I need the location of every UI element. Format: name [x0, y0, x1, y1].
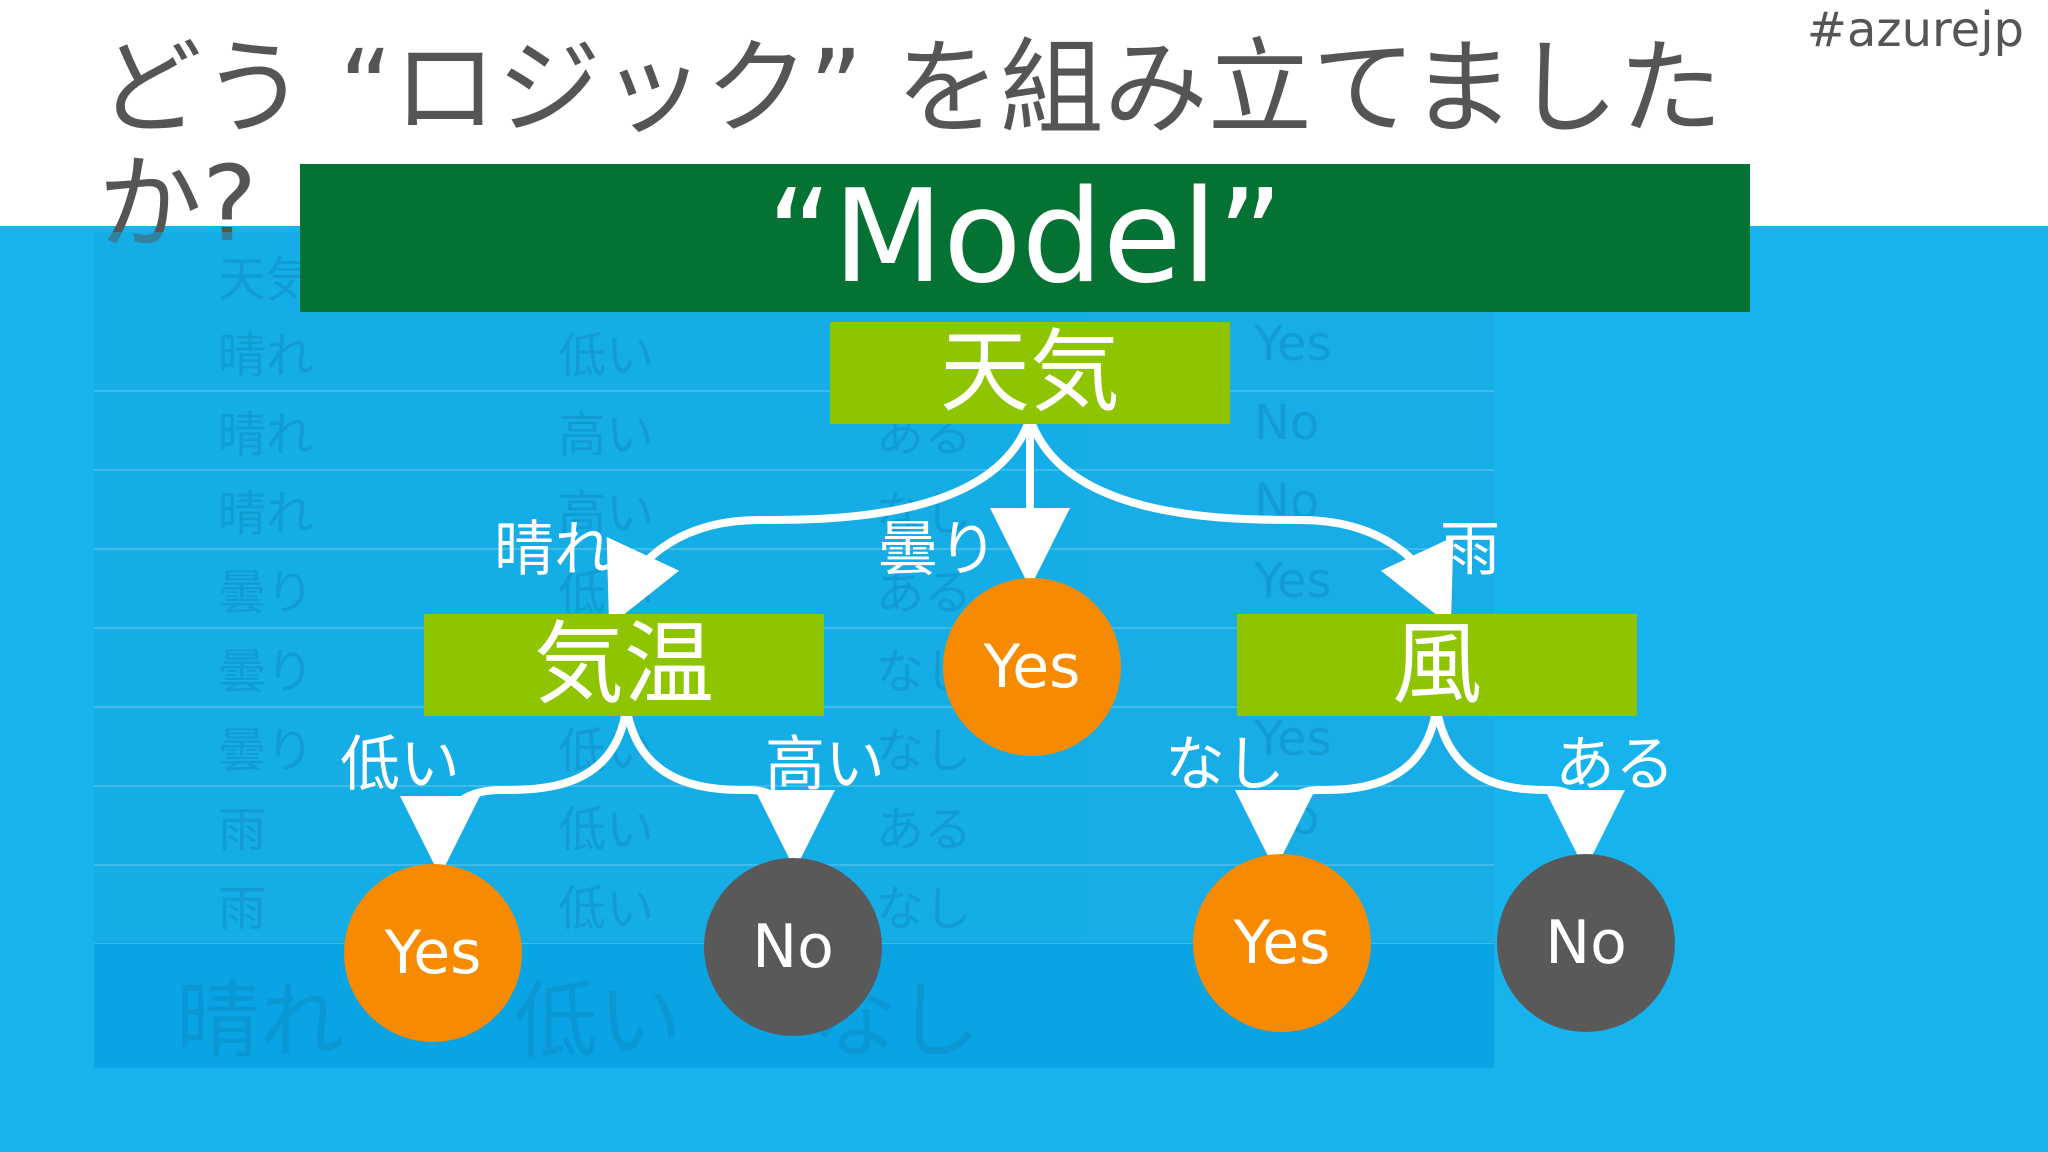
model-banner	[300, 164, 1750, 312]
table-cell: なし	[876, 723, 973, 779]
edge-label-wind-none: なし	[1165, 730, 1285, 800]
table-cell: 曇り	[218, 565, 315, 621]
table-cell: 曇り	[218, 644, 315, 700]
table-cell: なし	[876, 881, 973, 937]
table-cell: Yes	[1254, 316, 1332, 372]
edge-wind-some	[1434, 715, 1625, 870]
query-temp: 低い	[514, 972, 683, 1070]
table-cell: No	[1254, 395, 1320, 451]
table-cell: 曇り	[218, 723, 315, 779]
node-wind: 風	[1237, 614, 1637, 716]
edge-rain	[1028, 422, 1454, 627]
root-node-weather: 天気	[830, 322, 1230, 424]
query-weather: 晴れ	[176, 972, 345, 1070]
node-temperature: 気温	[424, 614, 824, 716]
edge-wind-none	[1235, 715, 1439, 870]
table-cell: 低い	[558, 881, 655, 937]
table-row: 晴れ 低い Yes	[94, 312, 1494, 392]
edge-sunny	[606, 422, 1032, 627]
leaf-temp-high-no: No	[704, 858, 882, 1036]
edge-temp-low	[400, 715, 629, 876]
table-cell: 高い	[558, 486, 655, 542]
table-cell: ある	[876, 565, 973, 621]
table-cell: 低い	[558, 328, 655, 384]
table-cell: 雨	[218, 881, 267, 937]
table-cell: 晴れ	[218, 407, 315, 463]
edge-label-cloudy: 曇り	[878, 515, 998, 585]
edge-label-temp-low: 低い	[340, 730, 460, 800]
table-cell: 高い	[558, 407, 655, 463]
table-cell: 雨	[218, 802, 267, 858]
leaf-wind-none-yes: Yes	[1193, 854, 1371, 1032]
edge-temp-high	[624, 715, 835, 870]
leaf-wind-some-no: No	[1497, 854, 1675, 1032]
table-header-weather: 天気	[218, 252, 315, 308]
leaf-temp-low-yes: Yes	[344, 864, 522, 1042]
model-banner-label: “Model”	[766, 163, 1284, 312]
edge-label-temp-high: 高い	[765, 730, 885, 800]
table-cell: ある	[876, 802, 973, 858]
table-cell: 低い	[558, 802, 655, 858]
table-cell: Yes	[1254, 553, 1332, 609]
slide-title: どう “ロジック” を組み立てましたか?	[98, 27, 1723, 265]
hashtag: #azurejp	[1806, 2, 2024, 58]
edge-label-sunny: 晴れ	[494, 515, 614, 585]
edge-label-wind-some: ある	[1555, 730, 1675, 800]
table-cell: 晴れ	[218, 328, 315, 384]
table-cell: Yes	[1254, 711, 1332, 767]
table-cell: 晴れ	[218, 486, 315, 542]
leaf-cloudy-yes: Yes	[943, 578, 1121, 756]
edge-label-rain: 雨	[1440, 515, 1500, 585]
